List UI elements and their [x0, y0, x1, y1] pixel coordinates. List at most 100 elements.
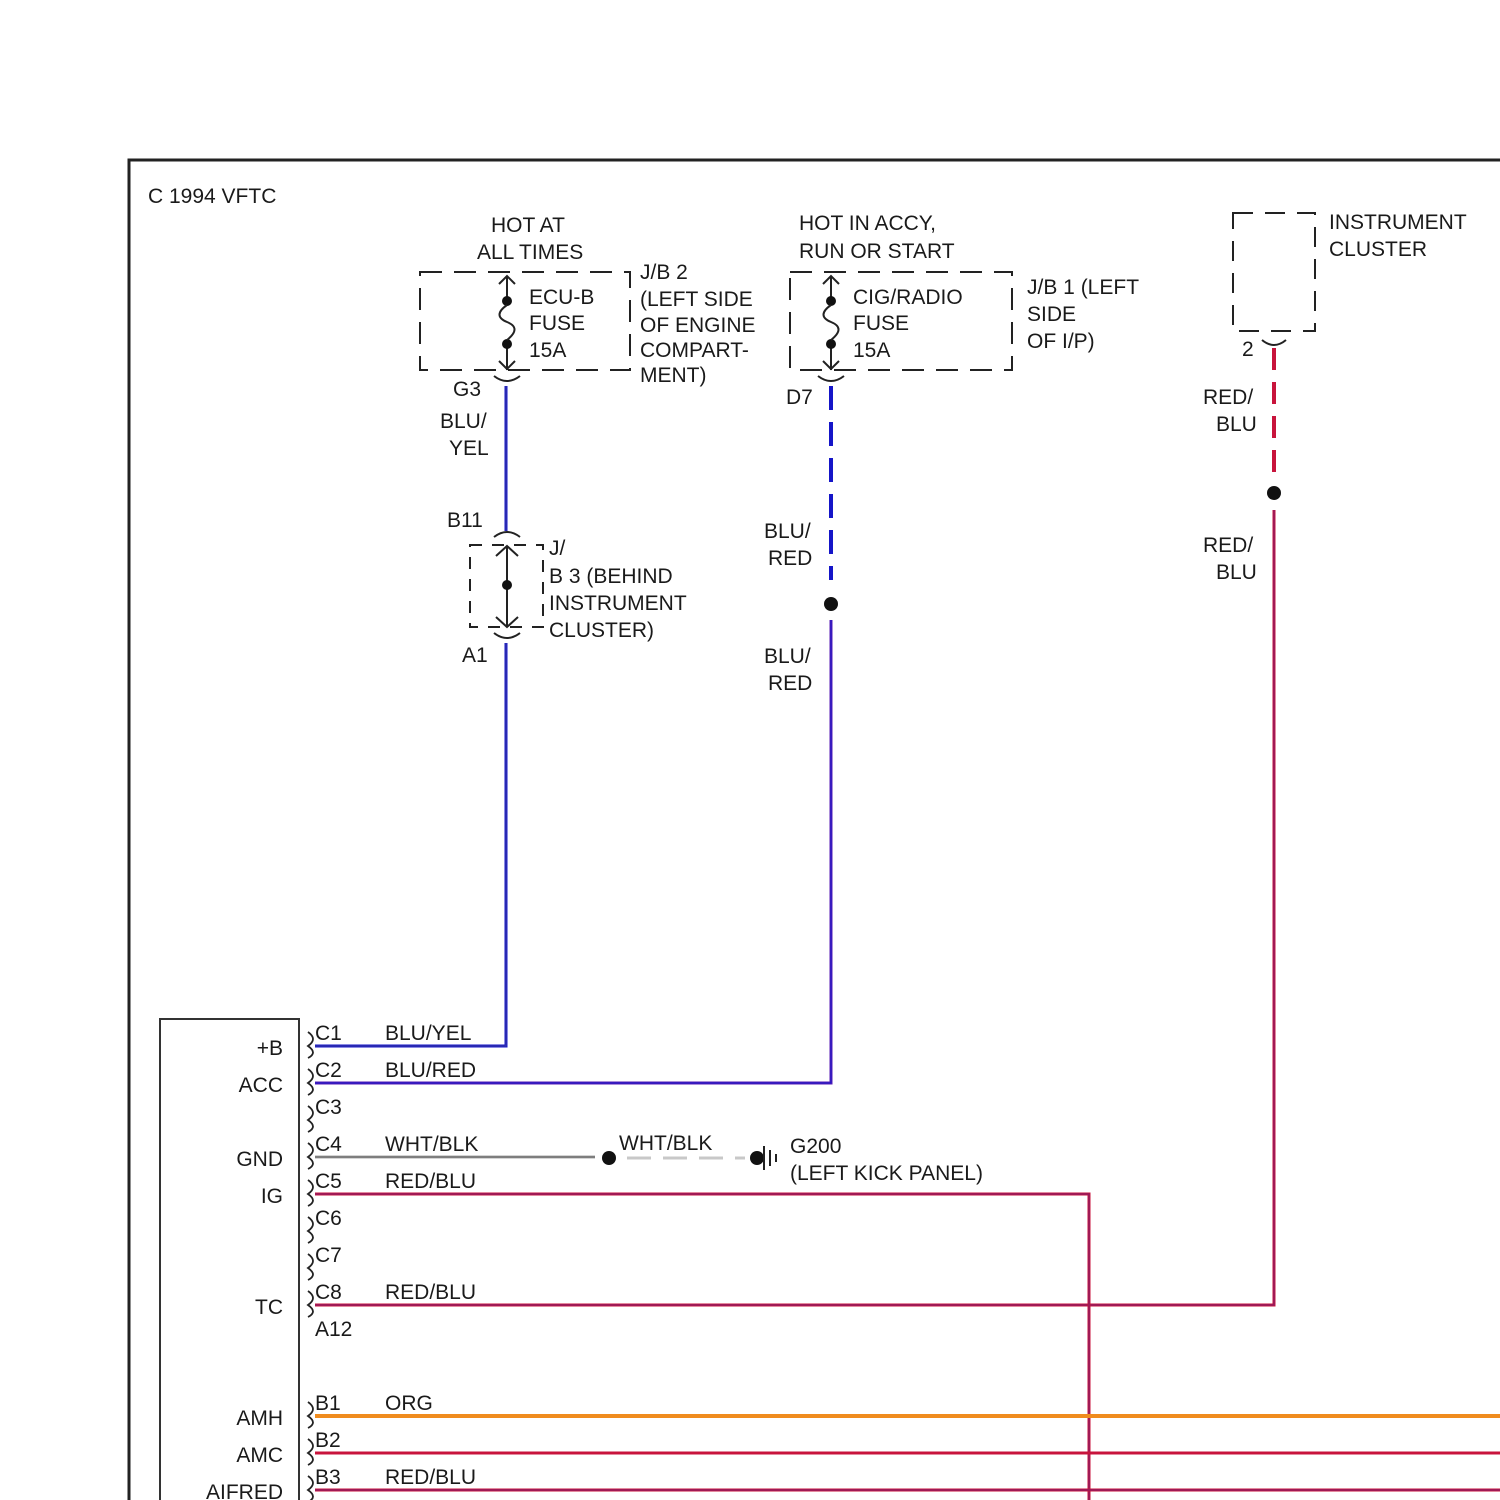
jb2-location-3: OF ENGINE	[640, 314, 756, 337]
jb3-bottom-connector: A1	[462, 644, 488, 667]
red-blu-upper-label-1: RED/	[1203, 386, 1253, 409]
jb1-connector-label: D7	[786, 386, 813, 409]
ground-terminal-dot	[750, 1151, 764, 1165]
pin-number: C7	[315, 1244, 342, 1267]
instrument-cluster-label-2: CLUSTER	[1329, 238, 1427, 261]
pin-number: C8	[315, 1281, 342, 1304]
pin-connector-icon	[308, 1291, 313, 1317]
pin-number: C1	[315, 1022, 342, 1045]
jb1-fuse-rating: 15A	[853, 339, 890, 362]
jb2-fuse-terminal-bottom	[502, 339, 512, 349]
pin-wire-label: BLU/RED	[385, 1059, 476, 1082]
jb3-location-3: INSTRUMENT	[549, 592, 687, 615]
jb1-fuse-name: CIG/RADIO	[853, 286, 963, 309]
jb3-connector-bottom-icon	[494, 633, 520, 638]
blu-red-upper-label-2: RED	[768, 547, 812, 570]
blu-red-upper-label-1: BLU/	[764, 520, 811, 543]
jb1-location-2: SIDE	[1027, 303, 1076, 326]
blu-yel-label-2: YEL	[449, 437, 489, 460]
pin-number: C5	[315, 1170, 342, 1193]
jb2-fuse-terminal-top	[502, 296, 512, 306]
pin-number: C4	[315, 1133, 342, 1156]
blu-red-lower-label-1: BLU/	[764, 645, 811, 668]
pin-connector-icon	[308, 1180, 313, 1206]
pin-connector-icon	[308, 1217, 313, 1243]
red-blu-splice-dot	[1267, 486, 1281, 500]
pin-function-label: AMC	[236, 1444, 283, 1467]
instrument-cluster: INSTRUMENT CLUSTER 2	[1233, 211, 1467, 361]
cluster-connector-icon	[1262, 340, 1286, 345]
instrument-cluster-label-1: INSTRUMENT	[1329, 211, 1467, 234]
jb2-junction-block: HOT AT ALL TIMES ECU-B FUSE 15A J/B 2 (L…	[420, 214, 756, 401]
red-blu-upper-label-2: BLU	[1216, 413, 1257, 436]
pin-connector-icon	[308, 1106, 313, 1132]
jb1-connector-icon	[818, 376, 844, 381]
pin-function-label: IG	[261, 1185, 283, 1208]
jb3-location-1: J/	[549, 537, 566, 560]
jb1-location-3: OF I/P)	[1027, 330, 1095, 353]
jb2-box	[420, 272, 630, 370]
blu-yel-label-1: BLU/	[440, 410, 487, 433]
pin-number: C2	[315, 1059, 342, 1082]
ground-location: (LEFT KICK PANEL)	[790, 1162, 983, 1185]
jb1-fuse-word: FUSE	[853, 312, 909, 335]
pin-number: C6	[315, 1207, 342, 1230]
jb2-connector-icon	[494, 376, 520, 381]
jb1-header-line2: RUN OR START	[799, 240, 955, 263]
jb2-location-4: COMPART-	[640, 339, 749, 362]
jb2-location-5: MENT)	[640, 364, 707, 387]
diagram-title: C 1994 VFTC	[148, 185, 276, 208]
instrument-cluster-pin: 2	[1242, 338, 1254, 361]
blu-red-splice-dot	[824, 597, 838, 611]
jb2-fuse-rating: 15A	[529, 339, 566, 362]
pin-connector-icon	[308, 1439, 313, 1465]
pin-function-label: ACC	[239, 1074, 283, 1097]
pin-wire-label: RED/BLU	[385, 1281, 476, 1304]
jb3-splice-dot	[502, 580, 512, 590]
jb1-junction-block: HOT IN ACCY, RUN OR START CIG/RADIO FUSE…	[786, 212, 1139, 409]
jb2-fuse-word: FUSE	[529, 312, 585, 335]
jb2-header-line1: HOT AT	[491, 214, 565, 237]
pin-connector-icon	[308, 1032, 313, 1058]
pin-connector-icon	[308, 1402, 313, 1428]
red-blu-lower-label-1: RED/	[1203, 534, 1253, 557]
instrument-cluster-box	[1233, 213, 1315, 331]
pin-connector-icon	[308, 1143, 313, 1169]
jb3-connector-top-icon	[494, 532, 520, 537]
pin-function-label: GND	[236, 1148, 283, 1171]
pin-connector-icon	[308, 1069, 313, 1095]
pin-number: A12	[315, 1318, 352, 1341]
pin-connector-icon	[308, 1476, 313, 1500]
jb3-top-connector: B11	[447, 509, 483, 532]
ground-symbol-icon	[764, 1146, 776, 1170]
jb2-header-line2: ALL TIMES	[477, 241, 583, 264]
pin-wire-label: WHT/BLK	[385, 1133, 478, 1156]
jb2-fuse-name: ECU-B	[529, 286, 594, 309]
pin-number: C3	[315, 1096, 342, 1119]
blu-red-wire-solid	[315, 620, 831, 1083]
pin-function-label: TC	[255, 1296, 283, 1319]
blu-yel-wire-lower	[315, 643, 506, 1046]
pin-connector-icon	[308, 1254, 313, 1280]
jb1-fuse-terminal-top	[826, 296, 836, 306]
pin-wire-label: RED/BLU	[385, 1170, 476, 1193]
jb2-location-1: J/B 2	[640, 261, 688, 284]
pin-number: B1	[315, 1392, 341, 1415]
red-blu-lower-label-2: BLU	[1216, 561, 1257, 584]
ground-splice-dot	[602, 1151, 616, 1165]
pin-function-label: AMH	[236, 1407, 283, 1430]
ground-name: G200	[790, 1135, 841, 1158]
pin-function-label: AIFRED	[206, 1481, 283, 1500]
jb2-connector-label: G3	[453, 378, 481, 401]
blu-red-lower-label-2: RED	[768, 672, 812, 695]
jb1-fuse-terminal-bottom	[826, 339, 836, 349]
pin-function-label: +B	[257, 1037, 283, 1060]
pin-wire-label: ORG	[385, 1392, 433, 1415]
pin-number: B3	[315, 1466, 341, 1489]
pin-wire-label: BLU/YEL	[385, 1022, 471, 1045]
jb3-location-2: B 3 (BEHIND	[549, 565, 673, 588]
jb3-junction-block: B11 J/ B 3 (BEHIND INSTRUMENT CLUSTER) A…	[447, 509, 687, 667]
jb2-location-2: (LEFT SIDE	[640, 288, 753, 311]
